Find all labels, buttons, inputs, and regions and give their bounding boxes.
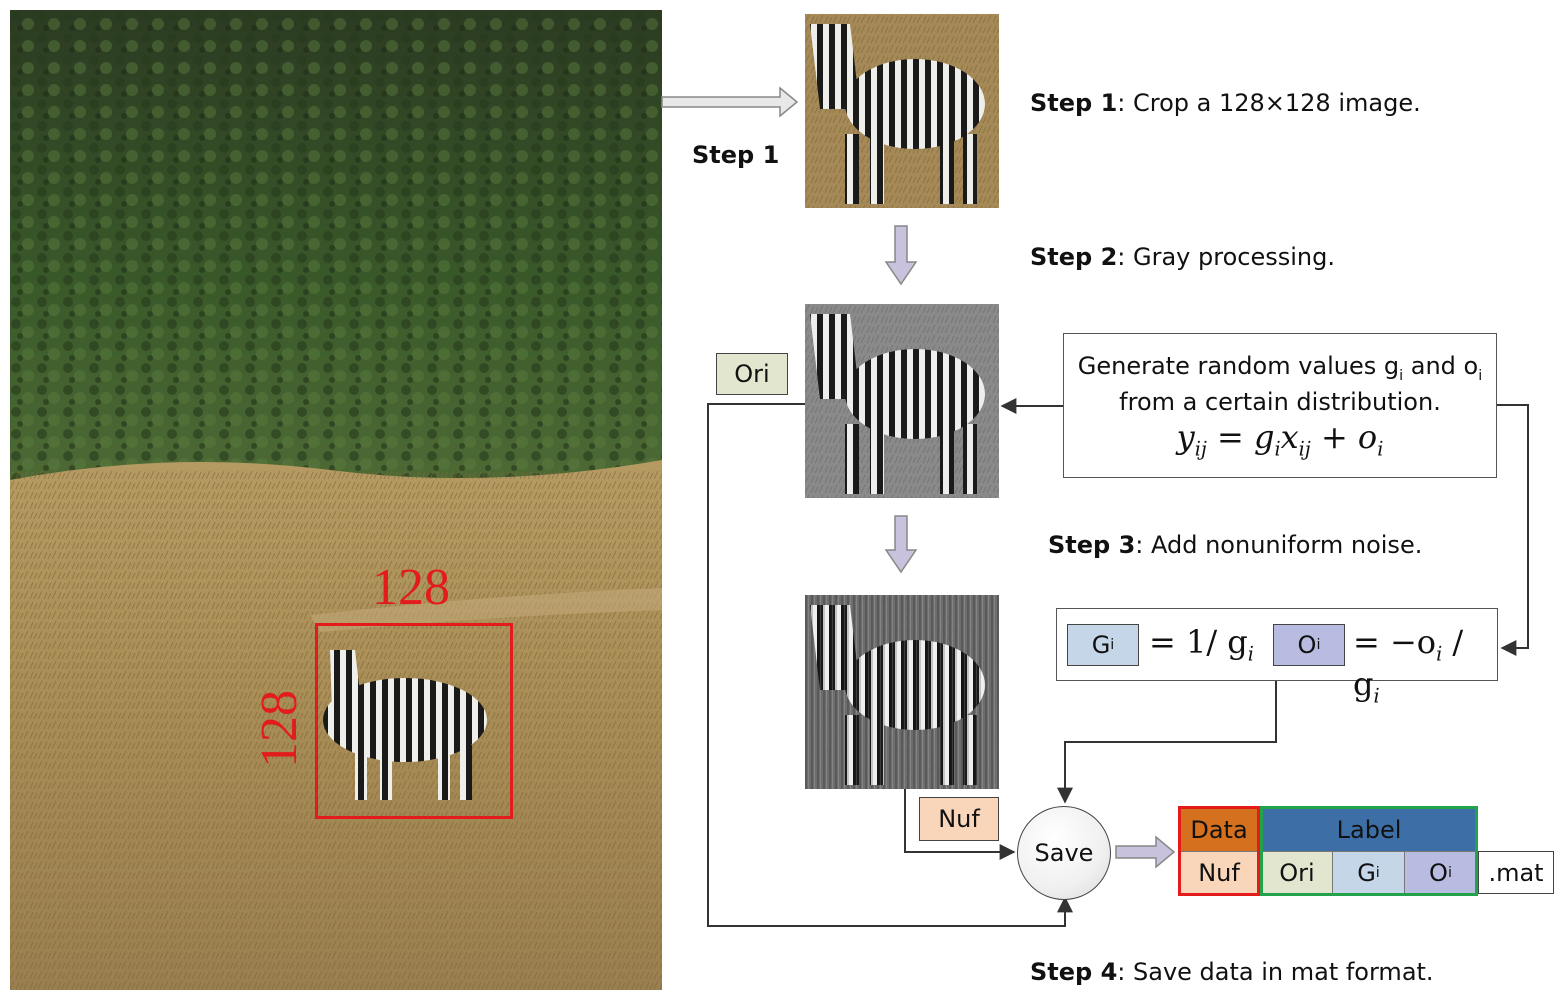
step1-text: Step 1: Crop a 128×128 image. <box>1030 89 1421 117</box>
zebra-small <box>323 650 487 800</box>
label-columns-border <box>1260 806 1478 896</box>
data-column-border <box>1178 806 1260 896</box>
step1-arrow <box>661 86 799 118</box>
nuf-tag: Nuf <box>919 797 999 841</box>
step4-desc: : Save data in mat format. <box>1117 958 1434 986</box>
crop-width-label: 128 <box>372 559 450 616</box>
data-header: Data <box>1180 808 1258 851</box>
gray-art <box>805 304 999 498</box>
step4-text: Step 4: Save data in mat format. <box>1030 958 1434 986</box>
step3-text: Step 3: Add nonuniform noise. <box>1048 531 1422 559</box>
ori-tag: Ori <box>716 353 788 395</box>
gray-image <box>805 304 999 498</box>
generator-line2: from a certain distribution. <box>1119 387 1441 416</box>
landscape-photo <box>10 10 662 990</box>
step3-title: Step 3 <box>1048 531 1136 559</box>
step4-title: Step 4 <box>1030 958 1118 986</box>
step2-arrow <box>884 225 918 286</box>
gi-equation: = 1/ gi <box>1149 623 1254 666</box>
mat-extension: .mat <box>1478 851 1554 894</box>
noisy-art <box>805 595 999 789</box>
step1-title: Step 1 <box>1030 89 1118 117</box>
step2-text: Step 2: Gray processing. <box>1030 243 1335 271</box>
cropped-color-art <box>805 14 999 208</box>
data-cell-nuf: Nuf <box>1180 851 1258 894</box>
random-generator-box: Generate random values gi and oi from a … <box>1063 333 1497 478</box>
cropped-color-image <box>805 14 999 208</box>
noisy-image <box>805 595 999 789</box>
crop-box <box>315 623 513 819</box>
step2-desc: : Gray processing. <box>1117 243 1335 271</box>
landscape-photo-art <box>10 10 662 990</box>
save-label: Save <box>1034 839 1094 867</box>
oi-equation: = −oi / gi <box>1353 623 1464 708</box>
generator-line1: Generate random values gi and oi <box>1077 352 1483 384</box>
generator-formula: yij = gixij + oi <box>1176 417 1384 461</box>
step3-arrow <box>884 515 918 574</box>
save-to-table-arrow <box>1115 835 1176 869</box>
label-header: Label <box>1262 808 1476 851</box>
step1-arrow-label: Step 1 <box>692 141 780 169</box>
step1-desc: : Crop a 128×128 image. <box>1117 89 1421 117</box>
save-node: Save <box>1017 806 1111 900</box>
step3-desc: : Add nonuniform noise. <box>1135 531 1423 559</box>
label-cell-ori: Ori <box>1262 851 1333 894</box>
step2-title: Step 2 <box>1030 243 1118 271</box>
